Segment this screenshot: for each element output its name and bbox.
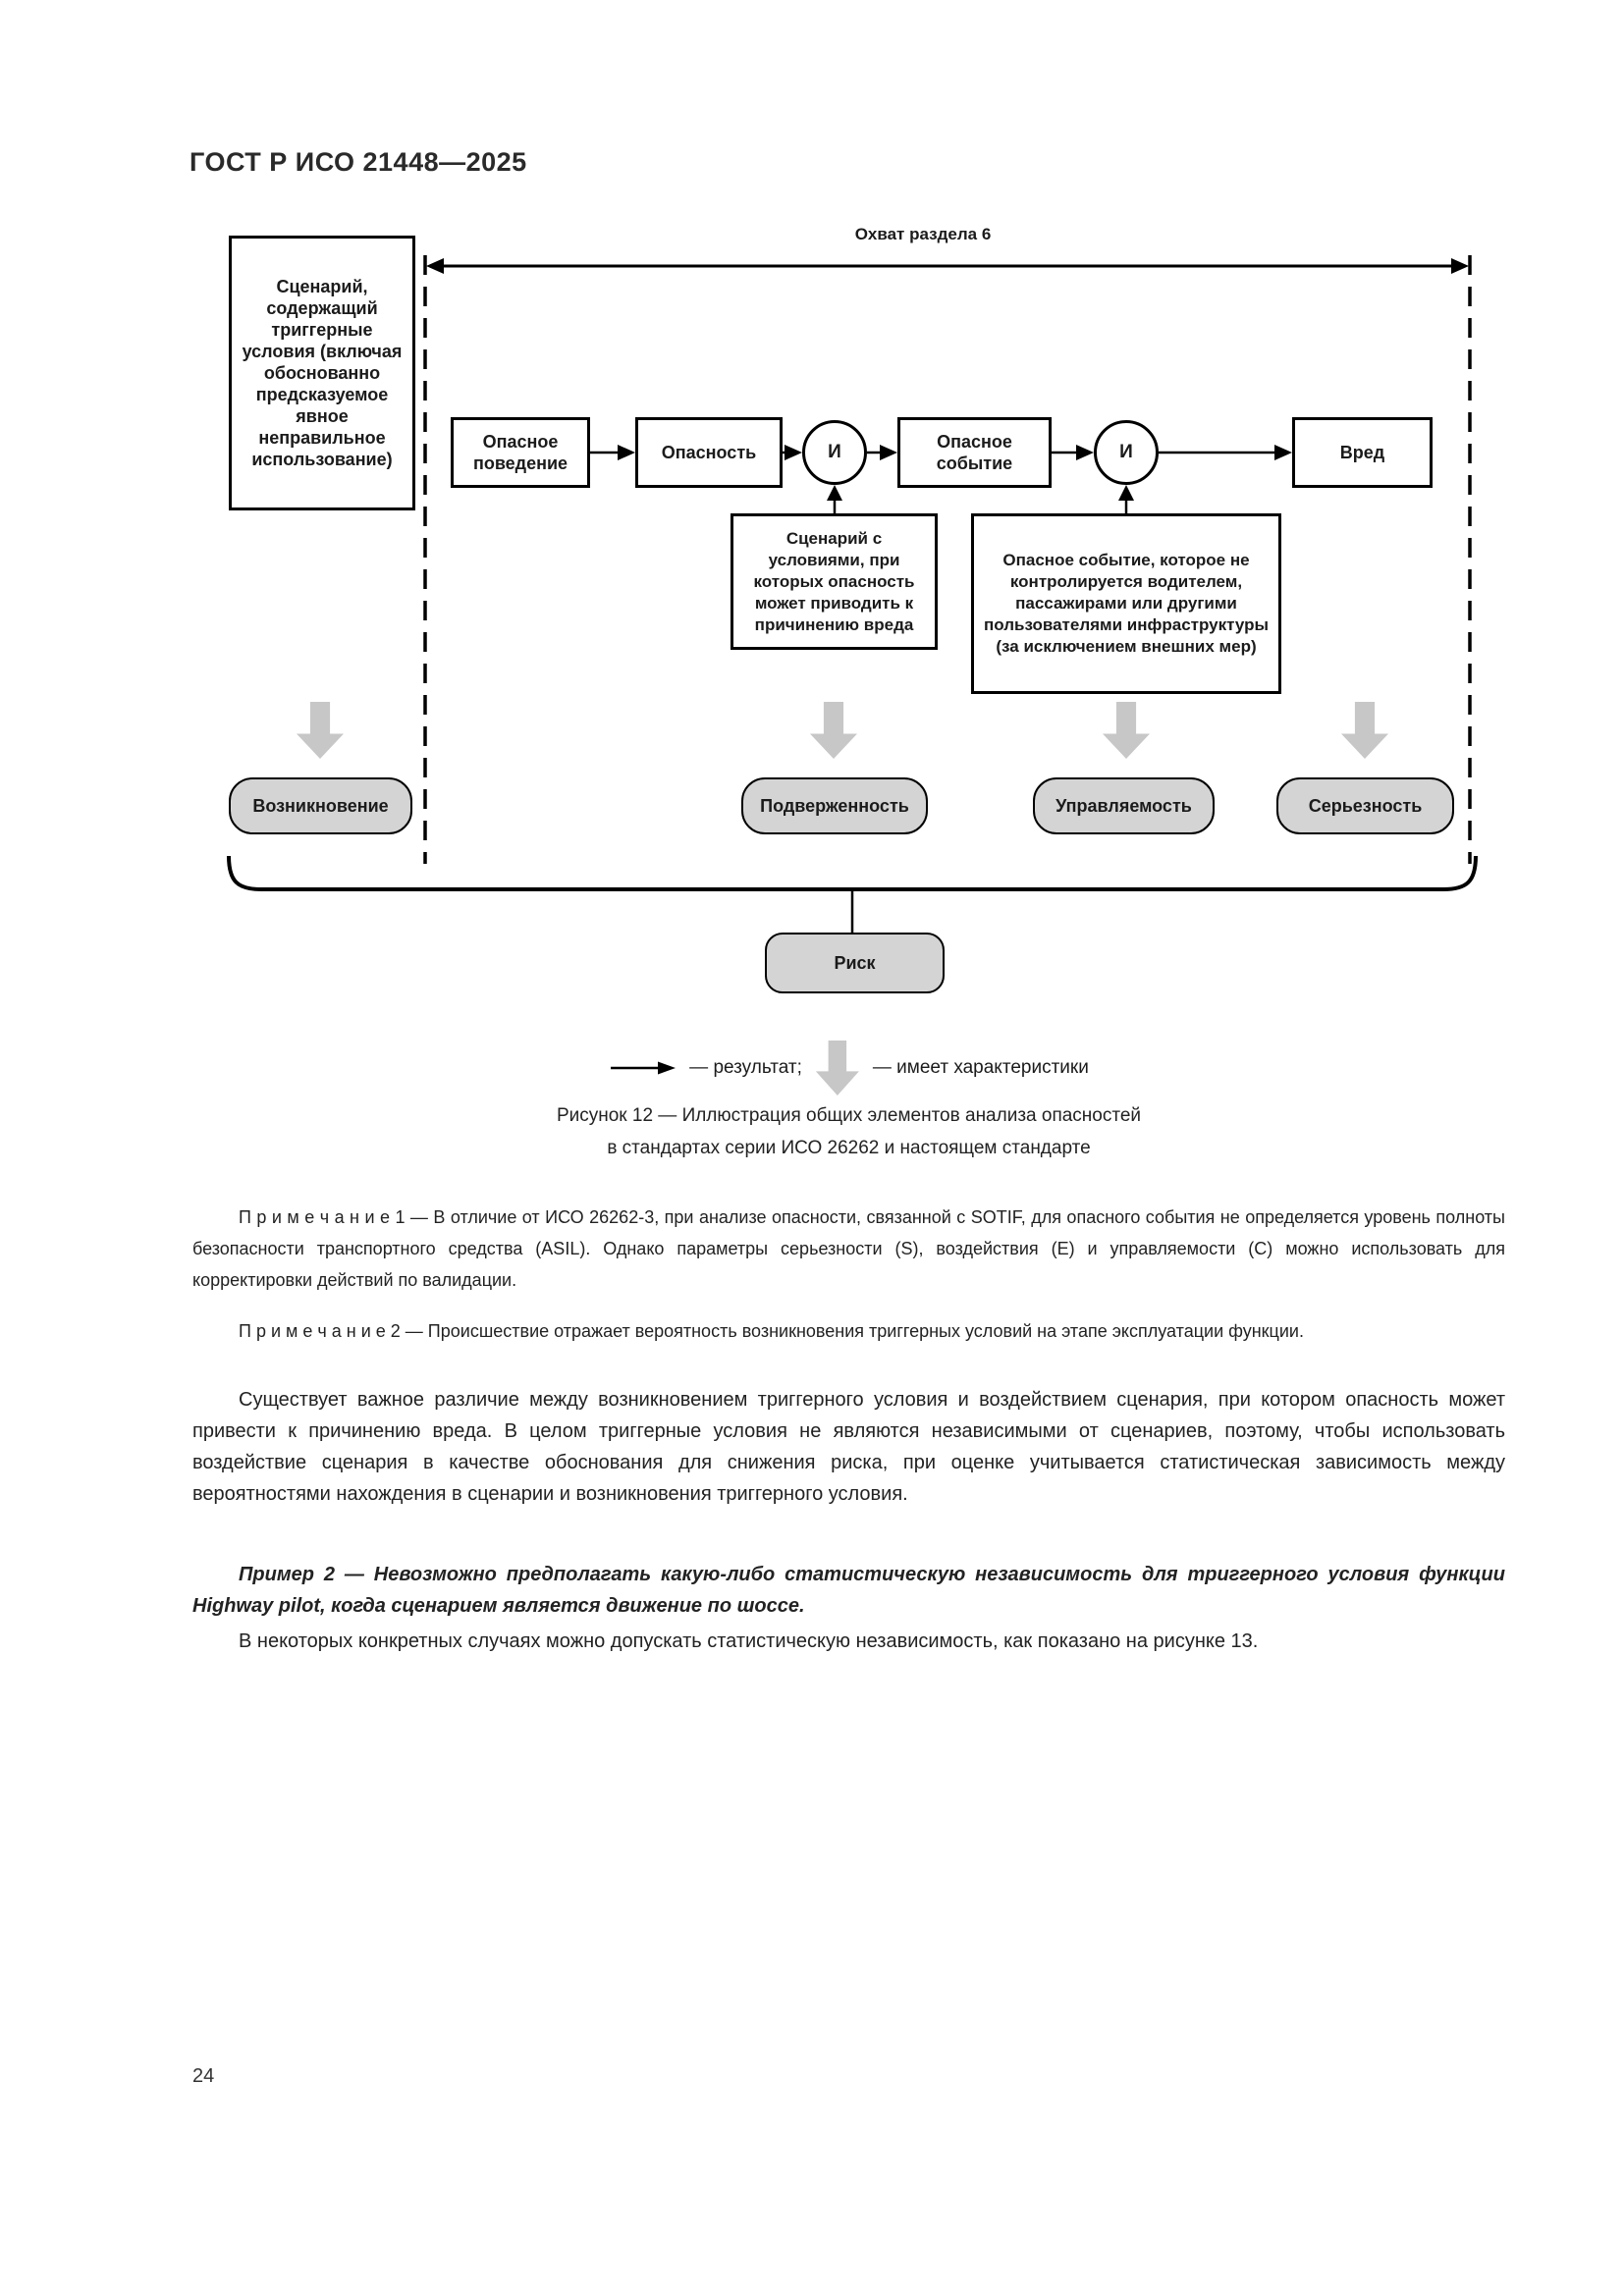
scenario-conditions-annotation-box: Сценарий с условиями, при которых опасно… [731,513,938,650]
figure-caption-line2: в стандартах серии ИСО 26262 и настоящем… [607,1138,1091,1158]
scenario-conditions-annotation-label: Сценарий с условиями, при которых опасно… [753,528,915,634]
hazard-box: Опасность [635,417,783,488]
severity-pill: Серьезность [1276,777,1454,834]
uncontrolled-event-annotation-box: Опасное событие, которое не контролирует… [971,513,1281,694]
figure-caption-line1: Рисунок 12 — Иллюстрация общих элементов… [556,1105,1142,1126]
example-2: Пример 2 — Невозможно предполагать какую… [192,1564,1505,1617]
legend-result-label: — результат; [689,1057,802,1078]
scenario-triggering-conditions-box: Сценарий, содержащий триггерные условия … [229,236,415,510]
flow-arrows [590,445,1292,460]
exposure-pill: Подверженность [741,777,928,834]
hazardous-event-label: Опасное событие [936,432,1013,473]
severity-label: Серьезность [1308,795,1423,816]
result-arrow-icon [611,1061,677,1075]
diagram-legend: — результат; — имеет характеристики [192,1039,1505,1097]
diagram-lines-layer [227,255,1478,933]
scope-label: Охват раздела 6 [854,225,992,243]
and-gate-2-label: И [1119,442,1133,462]
hazardous-event-box: Опасное событие [897,417,1052,488]
annotation-connectors [827,485,1134,513]
exposure-label: Подверженность [760,795,909,816]
uncontrolled-event-annotation-label: Опасное событие, которое не контролирует… [983,551,1270,656]
hazardous-behavior-box: Опасное поведение [451,417,590,488]
harm-label: Вред [1339,443,1385,462]
note-2: П р и м е ч а н и е 2 — Происшествие отр… [239,1321,1304,1341]
brace [227,855,1478,933]
page-number: 24 [192,2065,215,2087]
paragraph-statistical-dependence: Существует важное различие между возникн… [192,1389,1505,1505]
controllability-label: Управляемость [1056,795,1192,816]
hazardous-behavior-label: Опасное поведение [472,432,568,473]
paragraph-figure13-reference: В некоторых конкретных случаях можно доп… [239,1630,1259,1652]
legend-characteristics-label: — имеет характеристики [872,1057,1089,1078]
scenario-triggering-conditions-label: Сценарий, содержащий триггерные условия … [242,277,403,469]
controllability-pill: Управляемость [1033,777,1215,834]
and-gate-1-label: И [828,442,841,462]
scope-dashed-boundaries [423,255,1472,864]
has-characteristics-arrow-icon [815,1041,859,1095]
occurrence-label: Возникновение [252,795,389,816]
harm-box: Вред [1292,417,1433,488]
occurrence-pill: Возникновение [229,777,412,834]
scope-double-arrow [426,258,1469,274]
risk-label: Риск [834,952,876,973]
note-1: П р и м е ч а н и е 1 — В отличие от ИСО… [192,1207,1505,1290]
page-title: ГОСТ Р ИСО 21448—2025 [189,147,527,177]
and-gate-2: И [1094,420,1159,485]
figure-caption: Рисунок 12 — Иллюстрация общих элементов… [192,1099,1505,1164]
and-gate-1: И [802,420,867,485]
hazard-label: Опасность [661,443,757,462]
risk-pill: Риск [765,933,945,993]
